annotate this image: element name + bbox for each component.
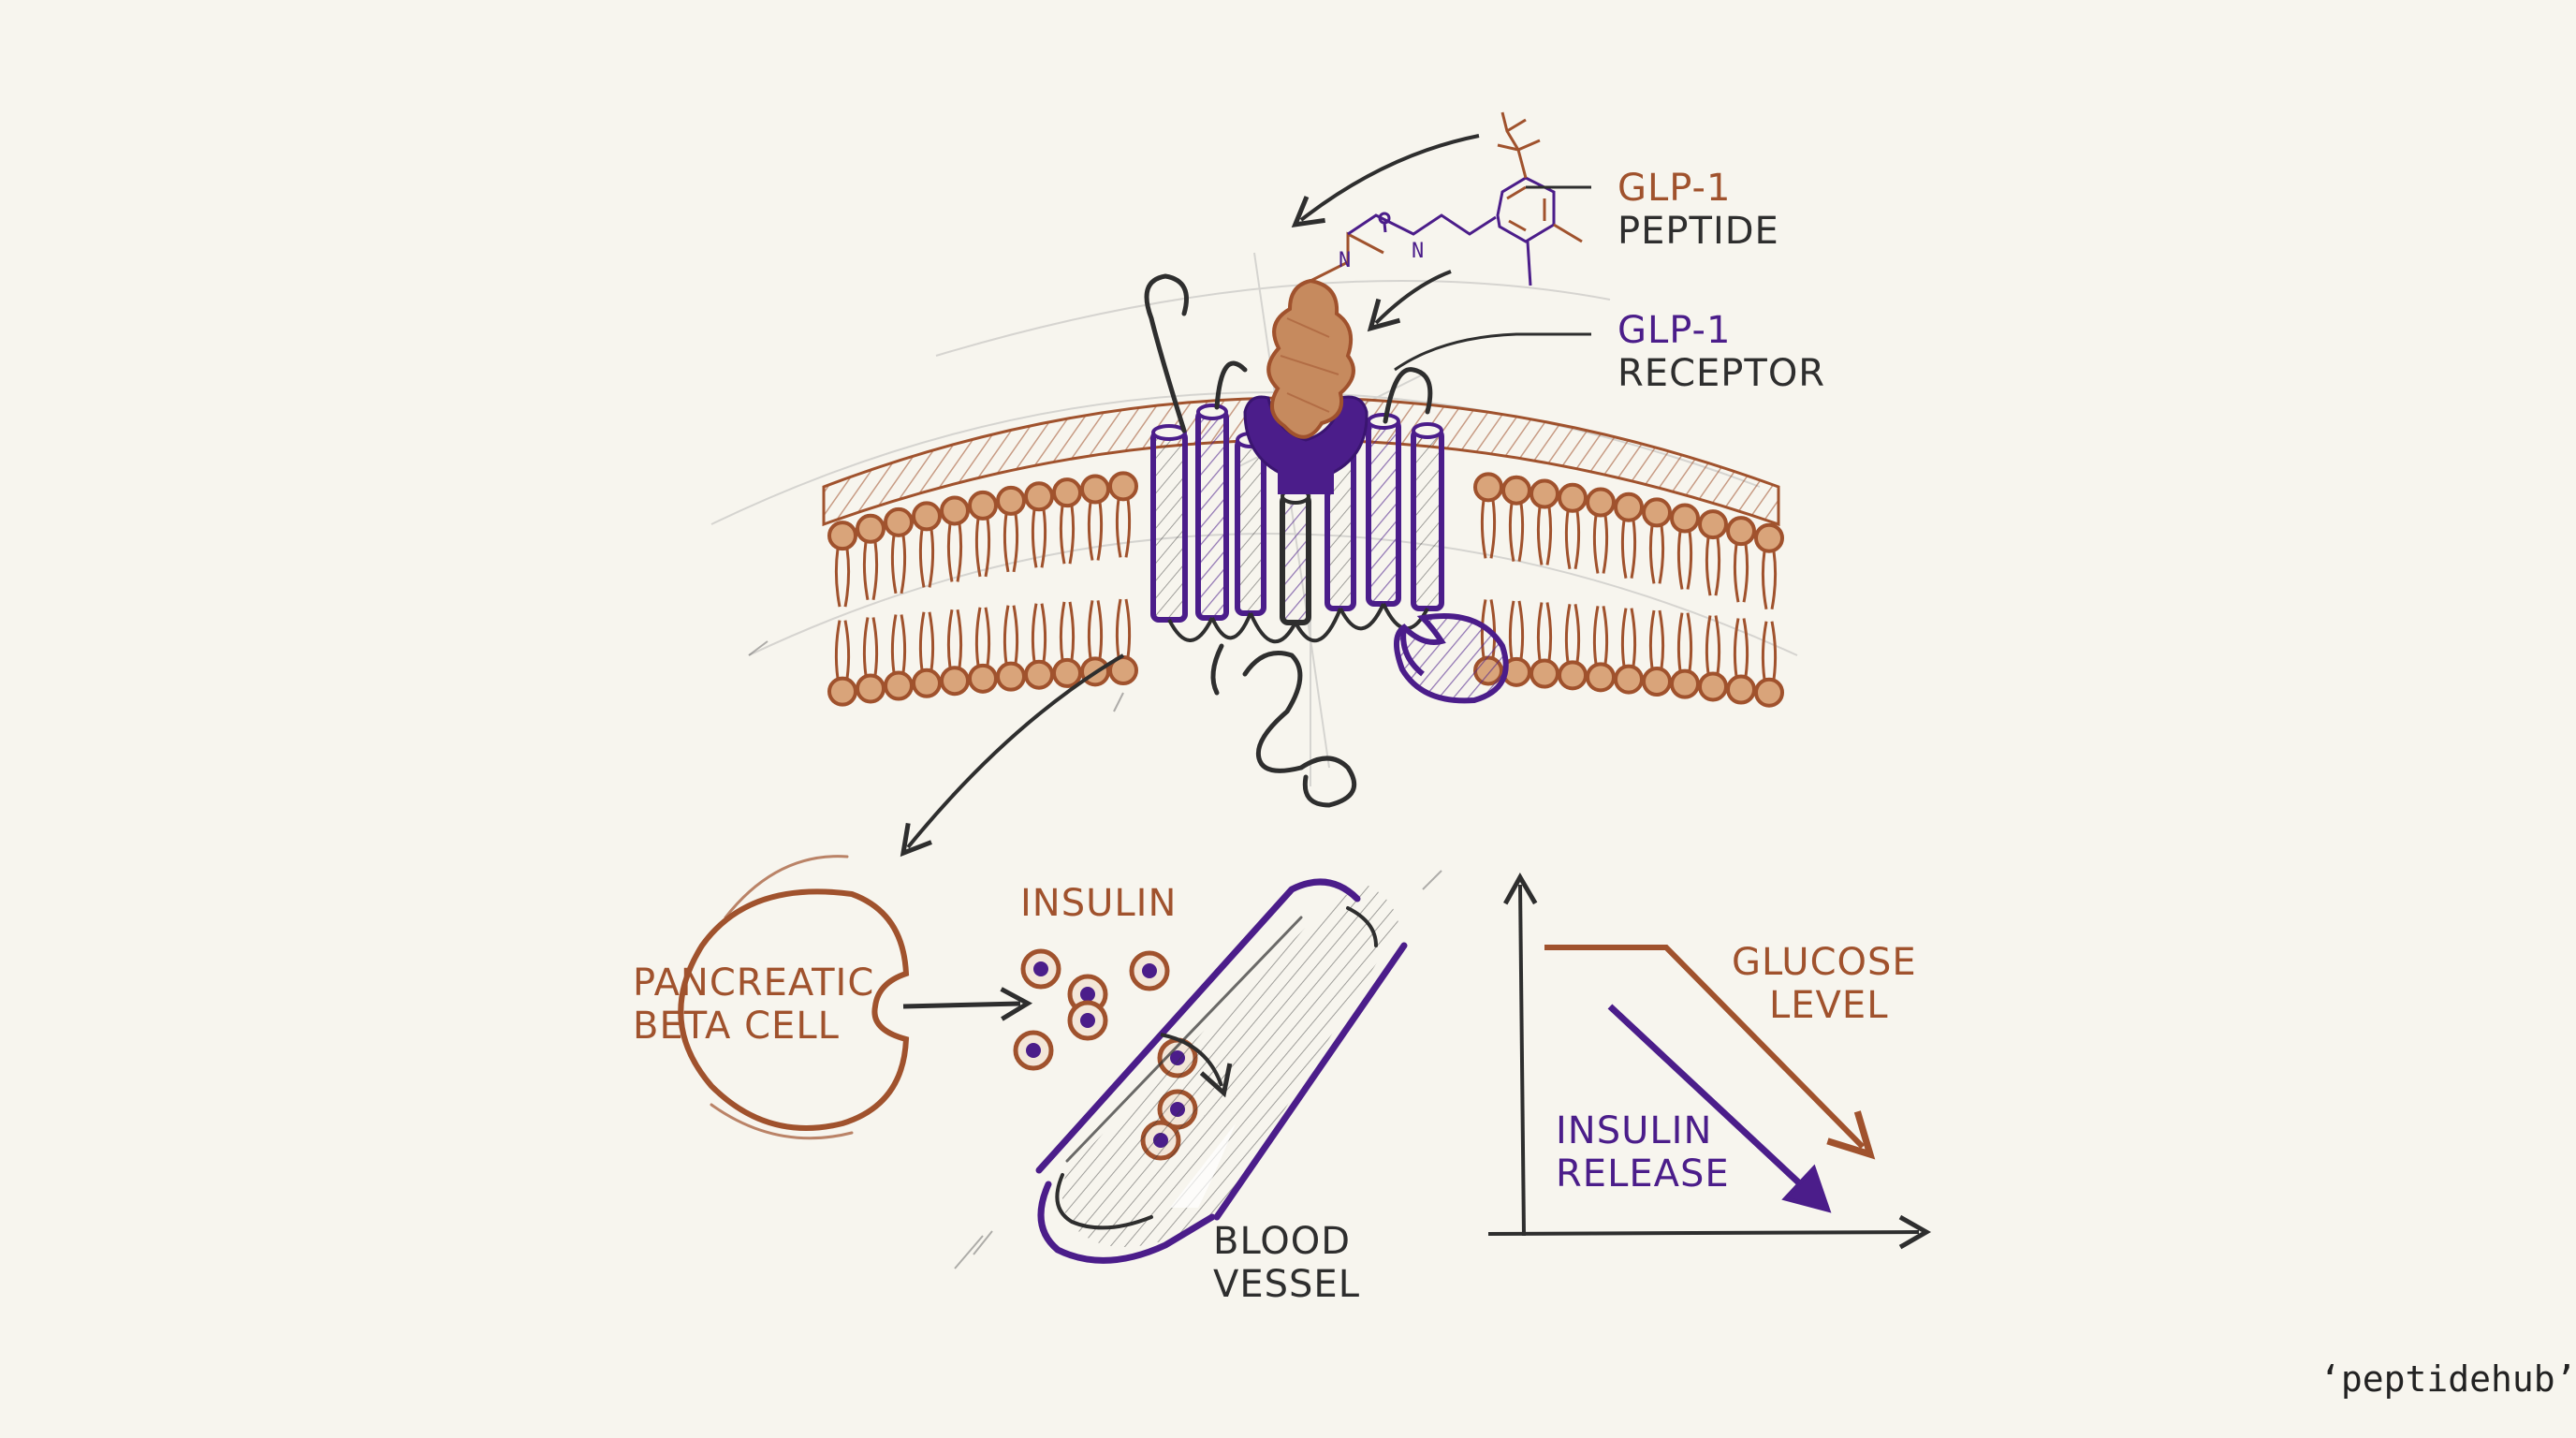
pancreatic-beta-cell-label-line2: BETA CELL	[633, 1005, 840, 1048]
insulin-granule	[1013, 1030, 1054, 1071]
receptor-loop	[1339, 603, 1385, 631]
lipid	[1586, 606, 1616, 693]
peptide-binding-arrow	[1367, 270, 1452, 332]
receptor-cup-base	[1278, 468, 1334, 494]
lipid	[1052, 477, 1082, 565]
lipid	[827, 620, 857, 707]
glucose-level-curve	[1544, 945, 1876, 1160]
lipid	[1586, 487, 1616, 574]
insulin-granule	[1067, 1000, 1108, 1041]
lipid	[1530, 478, 1559, 565]
pancreatic-beta-cell	[678, 855, 910, 1140]
lipid	[856, 513, 886, 601]
lipid	[884, 614, 914, 701]
lipid	[1698, 509, 1728, 596]
membrane-outer-band	[822, 396, 1780, 527]
lipid	[1558, 482, 1588, 570]
receptor-helix	[1195, 404, 1229, 621]
signal-cascade-arrow	[900, 653, 1125, 858]
lipid	[968, 490, 998, 578]
glp1-receptor-label-line2: RECEPTOR	[1617, 352, 1826, 395]
blood-vessel	[1035, 878, 1408, 1264]
lipid-bilayer	[827, 471, 1784, 708]
blood-vessel-label-line1: BLOOD	[1213, 1220, 1352, 1263]
lipid	[1726, 618, 1756, 705]
lipid	[1670, 612, 1700, 699]
lipid	[1501, 475, 1531, 562]
lipid	[1108, 471, 1138, 558]
lipid	[1501, 600, 1531, 687]
graph-y-axis	[1503, 872, 1538, 1237]
lipid	[1080, 474, 1110, 561]
receptor-loop	[1210, 612, 1252, 640]
insulin-granule	[1129, 950, 1170, 991]
lipid	[940, 609, 970, 697]
lipid	[1670, 503, 1700, 590]
lipid	[1052, 601, 1082, 688]
lipid	[1108, 598, 1138, 686]
peptide-incoming-arrow	[1291, 134, 1480, 228]
insulin-release-label-line1: INSULIN	[1556, 1109, 1713, 1152]
lipid	[912, 611, 942, 698]
lipid	[1726, 516, 1756, 603]
lipid	[996, 605, 1026, 692]
lipid	[1754, 621, 1784, 708]
glucose-level-label-line2: LEVEL	[1769, 984, 1889, 1027]
receptor-helix	[1235, 432, 1266, 616]
glp1-receptor-label-line1: GLP-1	[1617, 309, 1732, 352]
svg-text:N: N	[1339, 249, 1351, 272]
receptor-leader-line	[1394, 332, 1591, 372]
glucose-level-label-line1: GLUCOSE	[1732, 941, 1917, 984]
receptor-loop	[1294, 608, 1342, 643]
receptor-helix	[1366, 413, 1401, 607]
lipid	[1614, 608, 1644, 695]
lipid	[1642, 609, 1672, 697]
receptor-helix	[1150, 424, 1188, 623]
lipid	[1642, 497, 1672, 584]
graph-x-axis	[1487, 1214, 1932, 1250]
lipid	[1024, 603, 1054, 690]
lipid	[1024, 481, 1054, 568]
lipid	[884, 506, 914, 594]
g-protein	[1394, 613, 1509, 704]
lipid	[912, 501, 942, 588]
brand-signature: ‘peptidehub’	[2320, 1358, 2576, 1400]
peptide-shading	[1280, 317, 1339, 413]
lipid	[940, 495, 970, 582]
lipid	[968, 607, 998, 694]
blood-vessel-label-line2: VESSEL	[1213, 1263, 1360, 1306]
svg-text:N: N	[1412, 240, 1424, 263]
lipid	[827, 521, 857, 608]
glp1-peptide-label-line1: GLP-1	[1617, 167, 1732, 210]
molecular-structure: N N	[1310, 111, 1583, 286]
lipid	[1530, 602, 1559, 689]
insulin-release-label-line2: RELEASE	[1556, 1152, 1730, 1196]
stray-pencil-strokes	[748, 640, 1442, 1269]
lipid	[1614, 492, 1644, 579]
receptor-loop	[1167, 617, 1214, 642]
lipid	[1698, 615, 1728, 702]
receptor-helix	[1280, 488, 1311, 625]
receptor-loops	[1144, 273, 1433, 808]
insulin-label: INSULIN	[1020, 882, 1178, 925]
insulin-granule	[1020, 948, 1061, 990]
lipid	[996, 485, 1026, 573]
beta-cell-to-insulin-arrow	[902, 987, 1033, 1021]
effect-graph	[1487, 872, 1932, 1250]
lipid	[1473, 472, 1503, 559]
receptor-loop	[1249, 612, 1297, 643]
insulin-into-vessel-arrow	[1160, 1033, 1233, 1098]
lipid	[856, 617, 886, 704]
receptor-helix	[1411, 422, 1444, 611]
pancreatic-beta-cell-label-line1: PANCREATIC	[633, 961, 875, 1005]
glp1-peptide-label-line2: PEPTIDE	[1617, 210, 1779, 253]
lipid	[1558, 604, 1588, 691]
insulin-release-curve	[1607, 1004, 1832, 1213]
lipid	[1754, 522, 1784, 609]
